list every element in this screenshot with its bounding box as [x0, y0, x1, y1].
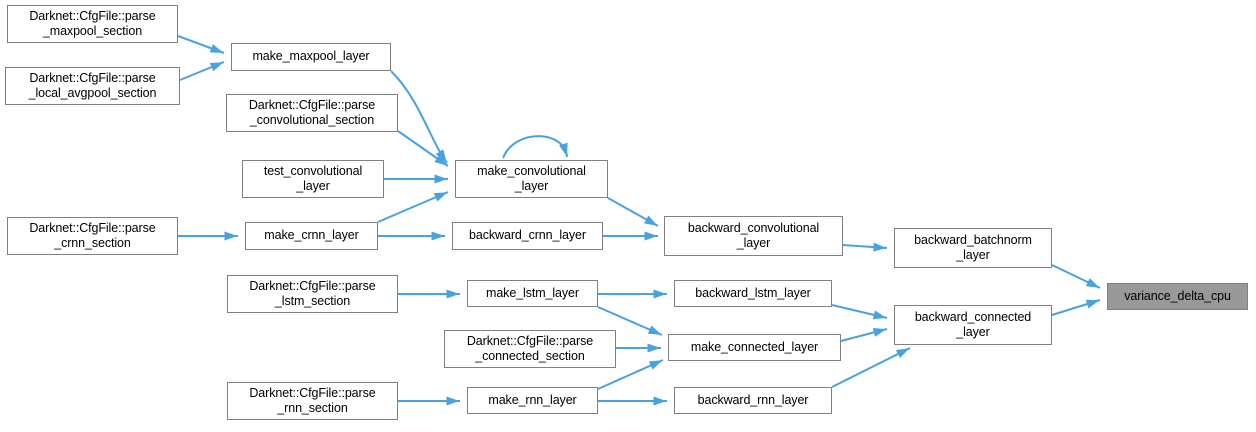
edge-arrowhead — [644, 231, 658, 241]
node-parse_connected_section[interactable]: Darknet::CfgFile::parse _connected_secti… — [444, 330, 616, 368]
node-label: make_maxpool_layer — [252, 49, 370, 64]
edge-arrowhead — [644, 215, 658, 226]
edge-arrowhead — [653, 289, 667, 299]
node-label: backward_lstm_layer — [695, 285, 811, 300]
node-backward_crnn_layer[interactable]: backward_crnn_layer — [452, 222, 603, 250]
edge-arrowhead — [559, 142, 568, 157]
edge-arrowhead — [209, 62, 224, 72]
node-parse_crnn_section[interactable]: Darknet::CfgFile::parse _crnn_section — [7, 217, 178, 255]
edge-arrowhead — [446, 289, 460, 299]
edge-arrowhead — [872, 310, 887, 320]
node-label: make_lstm_layer — [486, 285, 579, 300]
node-make_crnn_layer[interactable]: make_crnn_layer — [245, 222, 378, 250]
node-label: backward_batchnorm _layer — [914, 232, 1032, 262]
node-parse_maxpool_section[interactable]: Darknet::CfgFile::parse _maxpool_section — [7, 5, 178, 43]
edge-arrowhead — [224, 231, 238, 241]
node-variance_delta_cpu[interactable]: variance_delta_cpu — [1107, 283, 1248, 310]
node-label: backward_crnn_layer — [469, 228, 586, 243]
edge-arrowhead — [1085, 299, 1100, 309]
edge-arrowhead — [647, 343, 661, 353]
node-label: make_convolutional _layer — [477, 163, 586, 193]
edge-arrowhead — [435, 149, 447, 163]
edges-group — [177, 35, 1101, 406]
node-parse_local_avgpool_section[interactable]: Darknet::CfgFile::parse _local_avgpool_s… — [5, 67, 180, 105]
node-backward_rnn_layer[interactable]: backward_rnn_layer — [674, 387, 832, 414]
node-label: make_rnn_layer — [488, 392, 577, 407]
edge-make_convolutional_layer--to--make_convolutional_layer — [502, 135, 568, 159]
node-label: Darknet::CfgFile::parse _convolutional_s… — [248, 97, 376, 127]
edge-arrowhead — [434, 154, 448, 166]
edge-arrowhead — [431, 231, 445, 241]
edge-arrowhead — [872, 328, 887, 337]
edge-arrowhead — [653, 396, 667, 406]
node-label: Darknet::CfgFile::parse _crnn_section — [29, 220, 156, 250]
edge-backward_rnn_layer--to--backward_connected_layer — [831, 347, 911, 388]
node-make_rnn_layer[interactable]: make_rnn_layer — [467, 387, 598, 414]
edge-arrowhead — [433, 192, 448, 202]
node-label: backward_connected _layer — [914, 309, 1032, 339]
node-make_convolutional_layer[interactable]: make_convolutional _layer — [455, 160, 608, 198]
node-backward_batchnorm_layer[interactable]: backward_batchnorm _layer — [894, 228, 1052, 268]
node-make_connected_layer[interactable]: make_connected_layer — [668, 334, 841, 361]
edge-arrowhead — [446, 396, 460, 406]
node-label: backward_convolutional _layer — [687, 220, 820, 250]
node-parse_lstm_section[interactable]: Darknet::CfgFile::parse _lstm_section — [227, 275, 398, 313]
edge-arrowhead — [873, 242, 887, 252]
node-label: make_crnn_layer — [264, 228, 359, 243]
node-parse_rnn_section[interactable]: Darknet::CfgFile::parse _rnn_section — [227, 382, 398, 420]
node-backward_connected_layer[interactable]: backward_connected _layer — [894, 305, 1052, 345]
node-label: variance_delta_cpu — [1124, 288, 1231, 303]
node-label: Darknet::CfgFile::parse _connected_secti… — [466, 333, 594, 363]
node-make_maxpool_layer[interactable]: make_maxpool_layer — [231, 43, 391, 71]
edge-arrowhead — [209, 44, 224, 53]
edge-make_maxpool_layer--to--make_convolutional_layer — [390, 70, 448, 164]
node-label: Darknet::CfgFile::parse _local_avgpool_s… — [28, 70, 157, 100]
node-label: Darknet::CfgFile::parse _lstm_section — [249, 278, 376, 308]
node-backward_lstm_layer[interactable]: backward_lstm_layer — [674, 280, 832, 307]
node-label: Darknet::CfgFile::parse _maxpool_section — [29, 8, 156, 38]
edge-arrowhead — [647, 325, 662, 335]
node-backward_convolutional_layer[interactable]: backward_convolutional _layer — [664, 216, 843, 256]
node-label: test_convolutional _layer — [263, 163, 363, 193]
node-label: backward_rnn_layer — [697, 392, 809, 407]
node-test_convolutional_layer[interactable]: test_convolutional _layer — [242, 160, 384, 198]
edge-arrowhead — [434, 174, 448, 184]
edge-arrowhead — [895, 348, 910, 359]
edge-arrowhead — [648, 360, 663, 370]
node-make_lstm_layer[interactable]: make_lstm_layer — [467, 280, 598, 307]
edge-arrowhead — [1085, 278, 1100, 288]
node-label: Darknet::CfgFile::parse _rnn_section — [249, 385, 376, 415]
node-label: make_connected_layer — [690, 339, 819, 354]
node-parse_convolutional_section[interactable]: Darknet::CfgFile::parse _convolutional_s… — [226, 94, 398, 132]
